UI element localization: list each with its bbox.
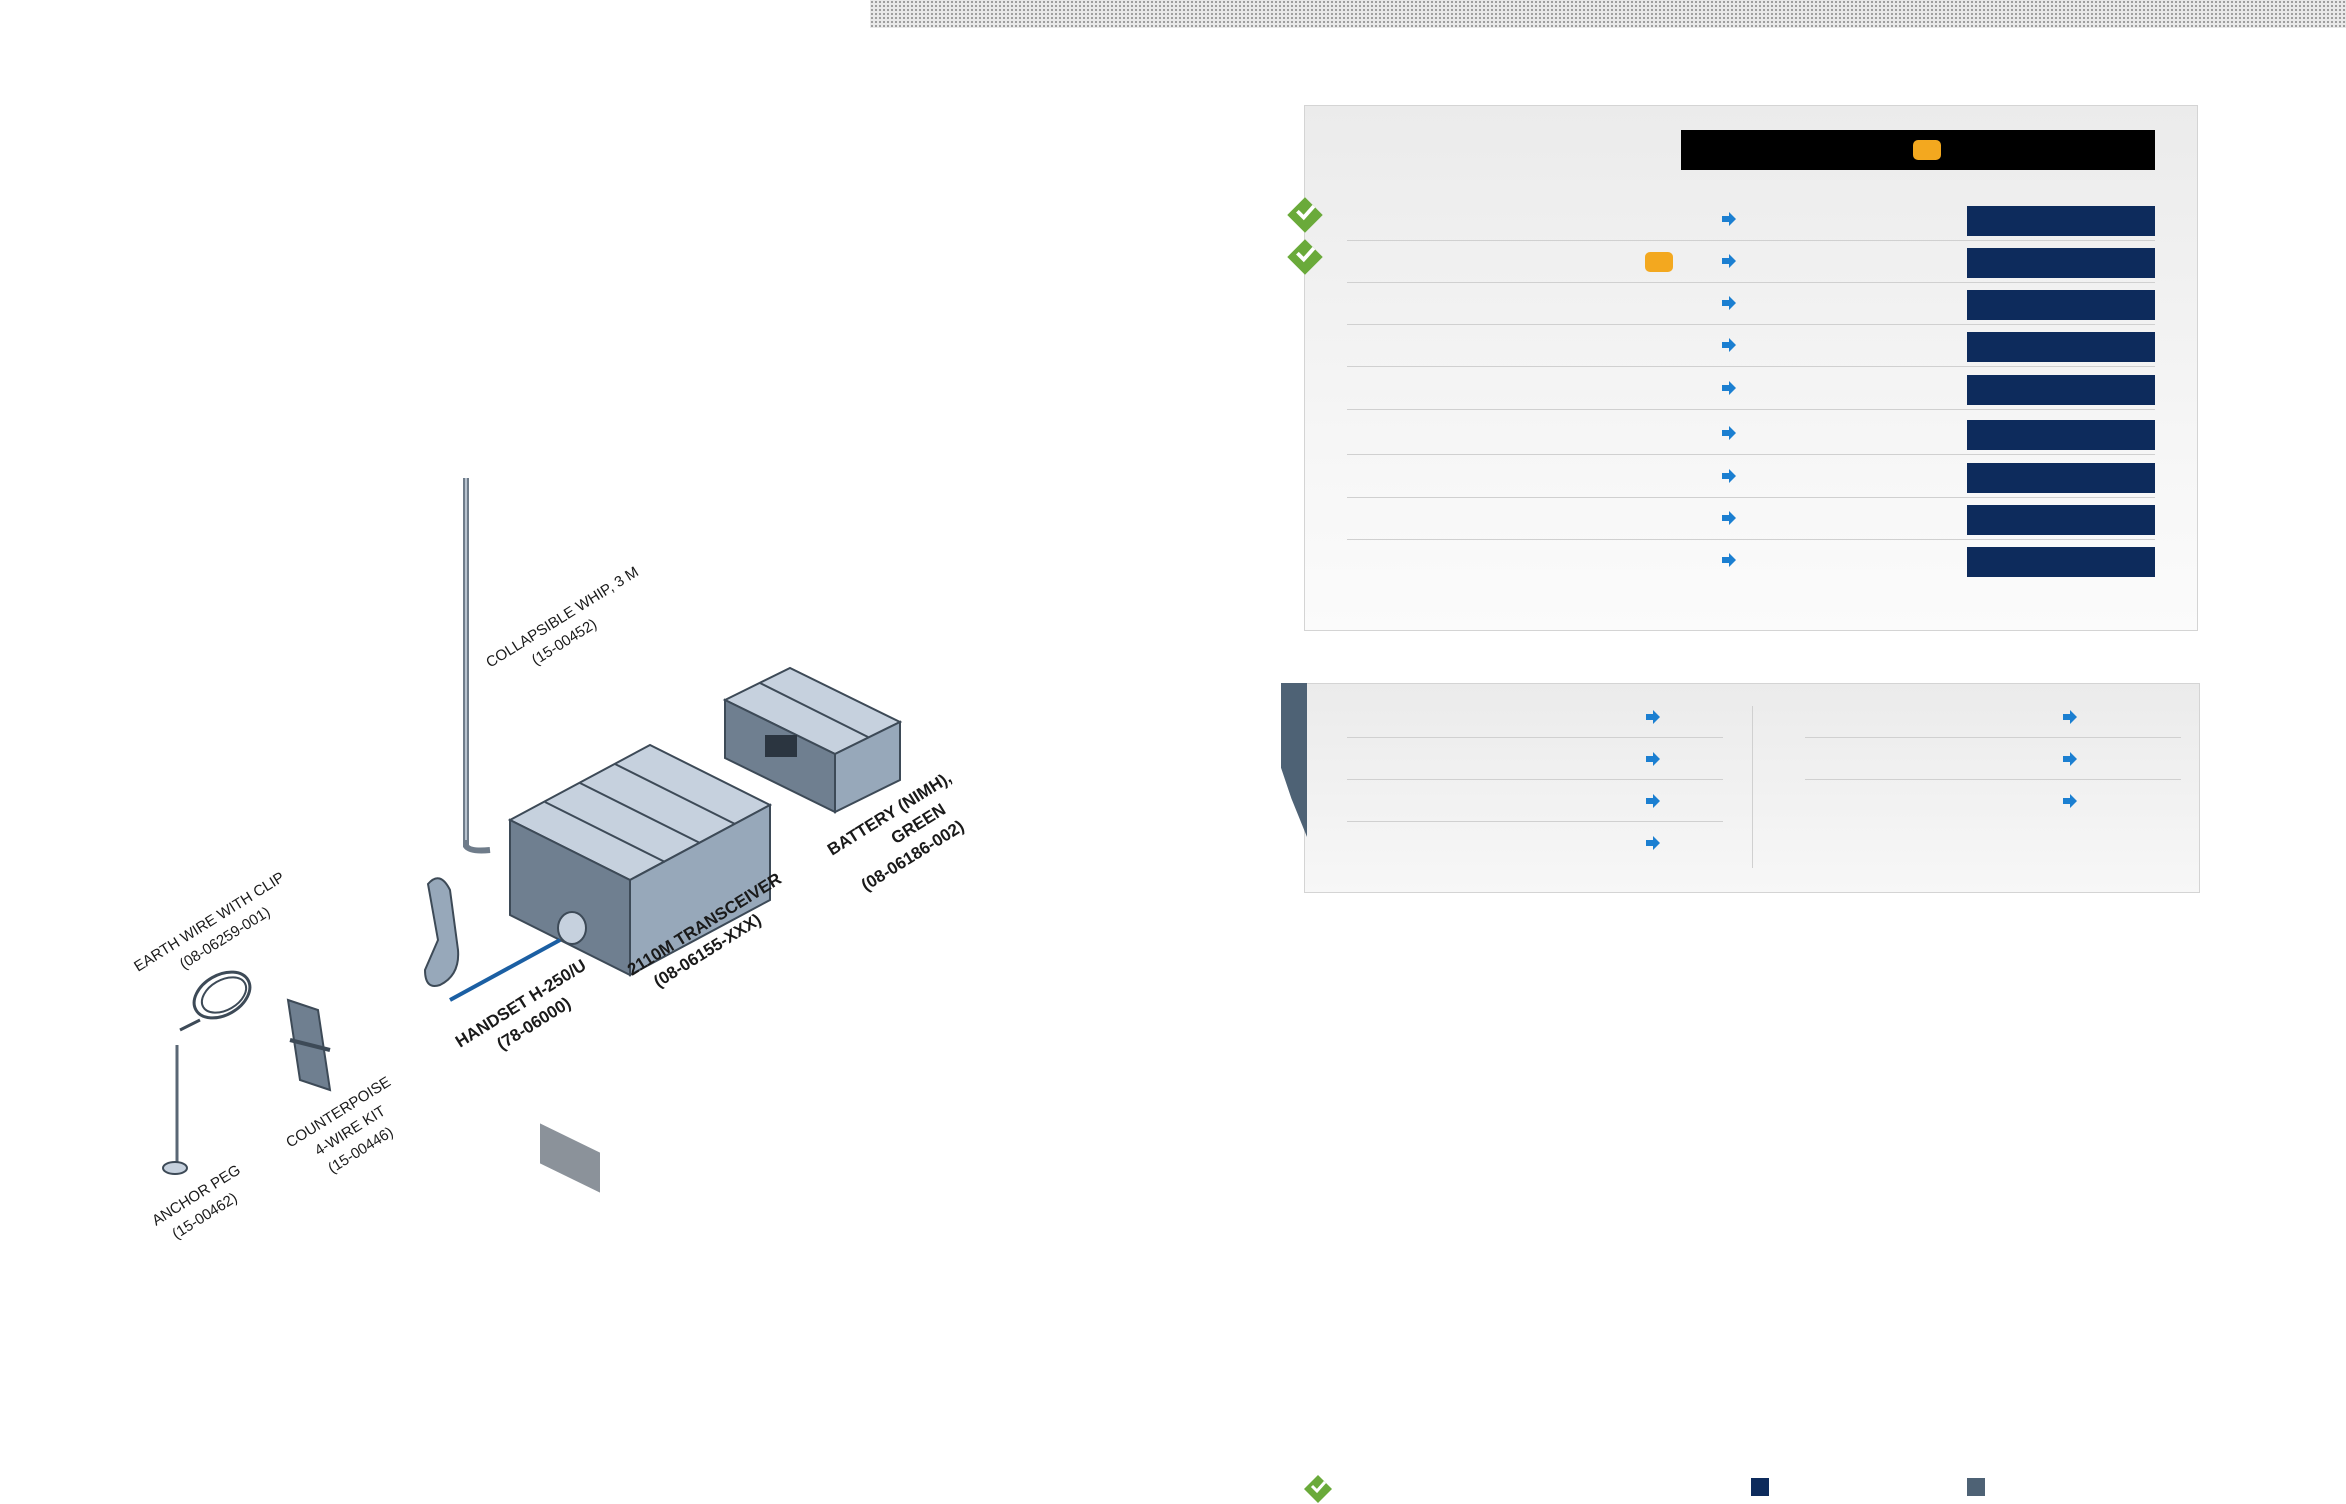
arrow-right-icon [1722, 338, 1736, 352]
arrow-right-icon [1722, 553, 1736, 567]
accessories-panel [1281, 683, 2200, 893]
arrow-right-icon [1646, 836, 1660, 850]
arrow-right-icon [1722, 254, 1736, 268]
legend-slate-swatch [1967, 1478, 1985, 1496]
check-badge-icon [1287, 239, 1323, 275]
option-row [1347, 539, 2155, 581]
transceiver-drawing [507, 743, 773, 1193]
arrow-right-icon [2063, 794, 2077, 808]
arrow-right-icon [1646, 752, 1660, 766]
arrow-right-icon [2063, 710, 2077, 724]
legend-navy-swatch [1751, 1478, 1769, 1496]
option-row [1347, 455, 2155, 498]
equipment-diagram: COLLAPSIBLE WHIP, 3 M (15-00452) BATTERY… [131, 478, 967, 1243]
arrow-right-icon [1722, 381, 1736, 395]
option-row [1347, 412, 2155, 455]
handset-drawing [423, 877, 587, 1002]
arrow-right-icon [1722, 296, 1736, 310]
accessory-row-left [1347, 738, 1723, 780]
column-divider [1752, 706, 1753, 868]
option-row [1347, 282, 2155, 325]
accessory-row-left [1347, 696, 1723, 738]
check-badge-icon [1287, 197, 1323, 233]
row-value-bar [1967, 463, 2155, 493]
row-value-bar [1967, 420, 2155, 450]
legend-check-badge-icon [1304, 1475, 1332, 1503]
arrow-right-icon [1722, 426, 1736, 440]
row-badge [1645, 252, 1673, 272]
header-badge [1913, 140, 1941, 160]
battery-drawing [722, 666, 903, 814]
row-value-bar [1967, 248, 2155, 278]
row-value-bar [1967, 290, 2155, 320]
panel-side-tab [1281, 683, 1307, 837]
arrow-right-icon [1722, 511, 1736, 525]
row-value-bar [1967, 206, 2155, 236]
row-value-bar [1967, 332, 2155, 362]
option-row [1347, 240, 2155, 283]
row-value-bar [1967, 375, 2155, 405]
arrow-right-icon [1722, 212, 1736, 226]
option-row [1347, 497, 2155, 540]
whip-antenna-drawing [463, 478, 491, 854]
earth-wire-drawing [179, 970, 252, 1032]
option-row [1347, 198, 2155, 241]
panel-header-bar [1681, 130, 2155, 170]
arrow-right-icon [1646, 794, 1660, 808]
accessory-row-right [1805, 780, 2181, 821]
counterpoise-drawing [286, 998, 332, 1092]
arrow-right-icon [1646, 710, 1660, 724]
accessory-row-right [1805, 696, 2181, 738]
accessory-row-right [1805, 738, 2181, 780]
accessory-row-left [1347, 780, 1723, 822]
whip-label: COLLAPSIBLE WHIP, 3 M [483, 563, 642, 671]
row-value-bar [1967, 505, 2155, 535]
accessory-row-left [1347, 822, 1723, 863]
option-row [1347, 367, 2155, 410]
anchor-peg-drawing [162, 1045, 188, 1175]
arrow-right-icon [1722, 469, 1736, 483]
dotted-header-band [870, 0, 2346, 28]
row-value-bar [1967, 547, 2155, 577]
option-row [1347, 324, 2155, 367]
arrow-right-icon [2063, 752, 2077, 766]
options-panel [1304, 105, 2198, 631]
